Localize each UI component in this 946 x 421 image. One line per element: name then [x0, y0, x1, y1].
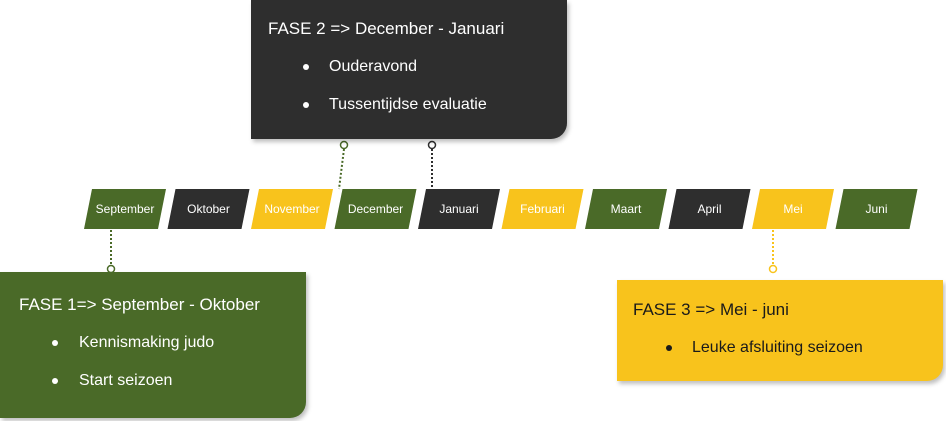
month-april [668, 189, 751, 229]
bullet-icon [52, 340, 58, 346]
month-label: November [264, 202, 319, 216]
list-item: Tussentijdse evaluatie [303, 95, 487, 133]
month-label: September [96, 202, 155, 216]
connector-fase3-dot [768, 264, 778, 274]
phase-title: FASE 2 => December - Januari [268, 19, 505, 38]
bullet-icon [52, 378, 58, 384]
month-label: Februari [520, 202, 565, 216]
month-december [334, 189, 417, 229]
month-label: Januari [439, 202, 478, 216]
month-label: April [697, 202, 721, 216]
phase-title: FASE 1=> September - Oktober [19, 295, 260, 314]
connector-fase2-januari-dot [427, 140, 437, 150]
bullet-icon [303, 64, 309, 70]
month-september [84, 189, 166, 229]
month-bar: September Oktober November December Januari F… [84, 189, 918, 229]
month-label: Maart [611, 202, 642, 216]
list-item: Kennismaking judo [52, 333, 214, 371]
list-item-label: Ouderavond [329, 58, 418, 75]
list-item-label: Tussentijdse evaluatie [329, 96, 487, 113]
phase-title: FASE 3 => Mei - juni [633, 300, 789, 319]
month-februari [501, 189, 584, 229]
connector-fase2-december-dot [339, 140, 349, 150]
phase-list: Kennismaking judo Start seizoen [52, 333, 214, 409]
month-maart [585, 189, 667, 229]
connectors [106, 140, 778, 274]
list-item-label: Kennismaking judo [79, 334, 215, 351]
phase-box-fase1: FASE 1=> September - Oktober Kennismakin… [0, 272, 306, 418]
phase-box-fase3: FASE 3 => Mei - juni Leuke afsluiting se… [617, 280, 943, 381]
month-juni [835, 189, 918, 229]
month-oktober [167, 189, 250, 229]
list-item-label: Leuke afsluiting seizoen [692, 339, 863, 356]
list-item: Start seizoen [52, 371, 214, 409]
month-label: Juni [865, 202, 887, 216]
month-januari [418, 189, 500, 229]
list-item: Ouderavond [303, 57, 487, 95]
list-item-label: Start seizoen [79, 372, 173, 389]
month-mei [752, 189, 834, 229]
month-label: December [348, 202, 403, 216]
phase-list: Leuke afsluiting seizoen [666, 338, 863, 376]
phase-box-fase2: FASE 2 => December - Januari Ouderavond … [251, 0, 567, 139]
bullet-icon [666, 345, 672, 351]
phase-list: Ouderavond Tussentijdse evaluatie [303, 57, 487, 133]
month-label: Oktober [187, 202, 230, 216]
month-label: Mei [783, 202, 802, 216]
bullet-icon [303, 102, 309, 108]
month-november [251, 189, 333, 229]
list-item: Leuke afsluiting seizoen [666, 338, 863, 376]
connector-fase2-december [338, 148, 345, 190]
